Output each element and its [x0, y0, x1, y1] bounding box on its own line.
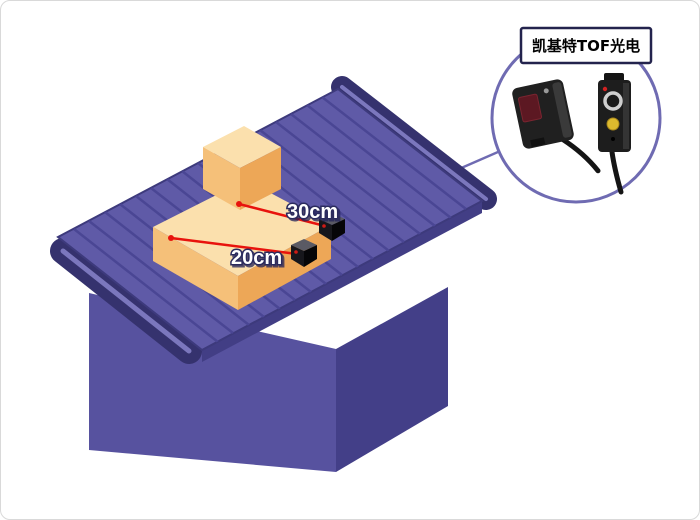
- distance-label-30cm: 30cm: [287, 201, 338, 223]
- laser-beam-30cm: [236, 201, 326, 228]
- conveyor-body-side-face: [336, 287, 448, 472]
- laser-beam-20cm: [168, 235, 298, 256]
- conveyor-rollers: [50, 76, 497, 364]
- photoelectric-sensor-product-icon: [512, 79, 601, 174]
- compact-sensor-product-icon: [598, 73, 631, 195]
- lower-box-top-face: [153, 180, 331, 276]
- lower-box-front-face: [153, 227, 238, 310]
- sensor-cable: [609, 149, 624, 195]
- tof-sensor-near: [291, 239, 317, 267]
- adjuster-button-yellow-icon: [606, 117, 620, 131]
- upper-box-front-face: [203, 147, 240, 210]
- front-roller-highlight: [60, 248, 192, 354]
- conveyor-body-front-face: [89, 293, 336, 472]
- conveyor-body: [89, 287, 448, 472]
- cardboard-box-upper: [203, 126, 281, 210]
- tof-sensor-far: [319, 213, 345, 241]
- sensor-lens-icon: [294, 250, 298, 254]
- callout-label-text: 凯基特TOF光电: [532, 37, 640, 55]
- upper-box-top-face: [203, 126, 281, 168]
- sensor-lens-icon: [322, 224, 326, 228]
- indicator-led-red-icon: [602, 86, 608, 92]
- upper-box-side-face: [240, 147, 281, 210]
- belt-edge-band: [202, 201, 482, 362]
- sensor-lens-window-icon: [517, 93, 543, 123]
- rear-roller-highlight: [340, 85, 488, 201]
- laser-spot-30cm: [236, 201, 242, 207]
- sensor-cable: [560, 136, 601, 174]
- sensor-lens-ring-icon: [603, 91, 623, 111]
- callout-circle: [490, 32, 662, 204]
- callout-label-box: 凯基特TOF光电: [519, 26, 653, 65]
- distance-label-20cm: 20cm: [231, 247, 282, 269]
- laser-spot-20cm: [168, 235, 174, 241]
